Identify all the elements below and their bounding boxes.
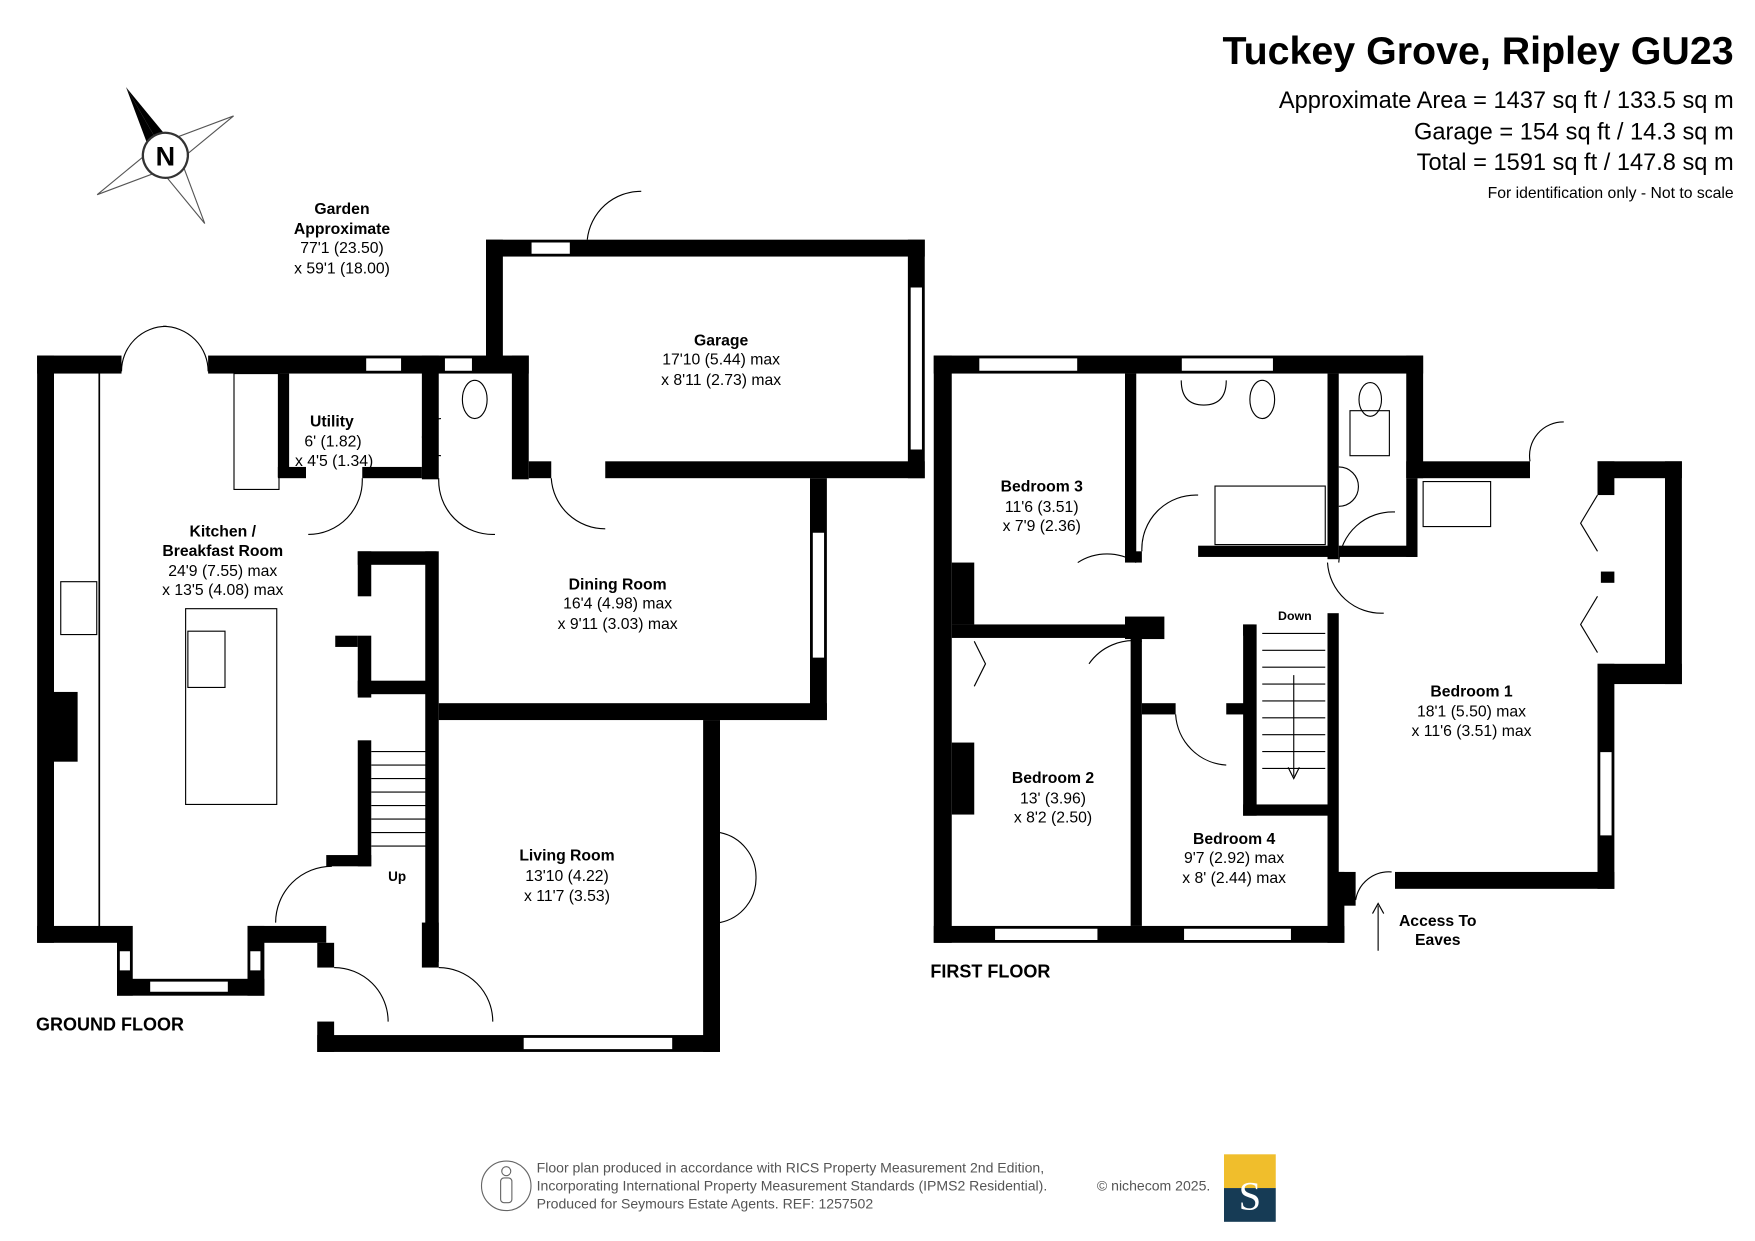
person-icon	[480, 1160, 532, 1212]
room-bedroom-1: Bedroom 1 18'1 (5.50) max x 11'6 (3.51) …	[1411, 683, 1531, 739]
access-to-eaves-label: Access To Eaves	[1399, 913, 1477, 949]
svg-text:Garden: Garden	[314, 201, 369, 218]
svg-text:x 59'1 (18.00): x 59'1 (18.00)	[294, 260, 390, 277]
svg-text:x 8'11 (2.73) max: x 8'11 (2.73) max	[661, 372, 781, 389]
room-bedroom-2: Bedroom 2 13' (3.96) x 8'2 (2.50)	[1012, 770, 1095, 826]
svg-text:x 9'11 (3.03) max: x 9'11 (3.03) max	[558, 616, 678, 633]
svg-text:Utility: Utility	[310, 413, 354, 430]
svg-text:13'10 (4.22): 13'10 (4.22)	[525, 868, 609, 885]
approx-area: Approximate Area = 1437 sq ft / 133.5 sq…	[1279, 88, 1734, 114]
stairs-down-label: Down	[1278, 609, 1312, 623]
svg-text:Kitchen /: Kitchen /	[189, 524, 256, 541]
copyright: © nichecom 2025.	[1097, 1177, 1210, 1193]
svg-text:Bedroom 2: Bedroom 2	[1012, 770, 1095, 787]
north-compass-icon: N	[96, 87, 234, 224]
property-title: Tuckey Grove, Ripley GU23	[1222, 29, 1733, 73]
stairs-up-label: Up	[388, 869, 406, 884]
footer-line-1: Floor plan produced in accordance with R…	[537, 1159, 1045, 1175]
svg-text:17'10 (5.44) max: 17'10 (5.44) max	[662, 352, 780, 369]
disclaimer: For identification only - Not to scale	[1488, 185, 1734, 202]
svg-text:Bedroom 1: Bedroom 1	[1430, 683, 1513, 700]
room-utility: Utility 6' (1.82) x 4'5 (1.34)	[295, 413, 373, 469]
footer: Floor plan produced in accordance with R…	[480, 1154, 1276, 1222]
ground-floor-label: GROUND FLOOR	[36, 1015, 184, 1035]
svg-text:Approximate: Approximate	[294, 221, 391, 238]
svg-text:Dining Room: Dining Room	[569, 577, 667, 594]
svg-text:18'1 (5.50) max: 18'1 (5.50) max	[1417, 704, 1526, 721]
svg-text:77'1 (23.50): 77'1 (23.50)	[300, 240, 384, 257]
svg-text:x 7'9 (2.36): x 7'9 (2.36)	[1003, 518, 1081, 535]
svg-text:Living Room: Living Room	[519, 848, 614, 865]
first-floor-walls	[933, 355, 1682, 951]
footer-line-2: Incorporating International Property Mea…	[537, 1177, 1048, 1193]
svg-text:13' (3.96): 13' (3.96)	[1020, 790, 1086, 807]
room-living: Living Room 13'10 (4.22) x 11'7 (3.53)	[519, 848, 614, 906]
svg-text:x 11'6 (3.51) max: x 11'6 (3.51) max	[1411, 723, 1531, 740]
room-bedroom-3: Bedroom 3 11'6 (3.51) x 7'9 (2.36)	[1001, 479, 1084, 535]
svg-text:x 13'5 (4.08) max: x 13'5 (4.08) max	[162, 582, 283, 599]
svg-text:x 11'7 (3.53): x 11'7 (3.53)	[524, 888, 610, 905]
svg-text:9'7 (2.92) max: 9'7 (2.92) max	[1184, 850, 1284, 867]
first-floor-label: FIRST FLOOR	[930, 962, 1050, 982]
garage-area: Garage = 154 sq ft / 14.3 sq m	[1414, 120, 1734, 146]
total-area: Total = 1591 sq ft / 147.8 sq m	[1417, 150, 1734, 176]
footer-line-3: Produced for Seymours Estate Agents. REF…	[537, 1195, 874, 1211]
svg-text:Access To: Access To	[1399, 913, 1477, 930]
svg-text:Bedroom 3: Bedroom 3	[1001, 479, 1084, 496]
svg-text:24'9 (7.55) max: 24'9 (7.55) max	[168, 563, 277, 580]
svg-text:6' (1.82): 6' (1.82)	[304, 434, 361, 451]
svg-text:x 8' (2.44) max: x 8' (2.44) max	[1182, 870, 1286, 887]
room-kitchen: Kitchen / Breakfast Room 24'9 (7.55) max…	[162, 524, 283, 600]
seymours-logo: S	[1224, 1154, 1276, 1222]
svg-text:Bedroom 4: Bedroom 4	[1193, 831, 1276, 848]
svg-text:Breakfast Room: Breakfast Room	[162, 543, 283, 560]
compass-letter: N	[156, 141, 176, 171]
svg-text:Garage: Garage	[694, 332, 749, 349]
room-garage: Garage 17'10 (5.44) max x 8'11 (2.73) ma…	[661, 332, 781, 388]
svg-text:x 8'2 (2.50): x 8'2 (2.50)	[1014, 809, 1092, 826]
header: Tuckey Grove, Ripley GU23 Approximate Ar…	[1222, 29, 1733, 202]
ground-floor-walls	[37, 190, 925, 1052]
garden-label: Garden Approximate 77'1 (23.50) x 59'1 (…	[294, 201, 391, 278]
svg-text:11'6 (3.51): 11'6 (3.51)	[1005, 499, 1079, 516]
room-bedroom-4: Bedroom 4 9'7 (2.92) max x 8' (2.44) max	[1182, 831, 1286, 887]
svg-text:x 4'5 (1.34): x 4'5 (1.34)	[295, 453, 373, 470]
svg-text:16'4 (4.98) max: 16'4 (4.98) max	[563, 596, 672, 613]
svg-text:S: S	[1239, 1173, 1262, 1218]
svg-text:Eaves: Eaves	[1415, 932, 1461, 949]
room-dining: Dining Room 16'4 (4.98) max x 9'11 (3.03…	[558, 577, 678, 633]
